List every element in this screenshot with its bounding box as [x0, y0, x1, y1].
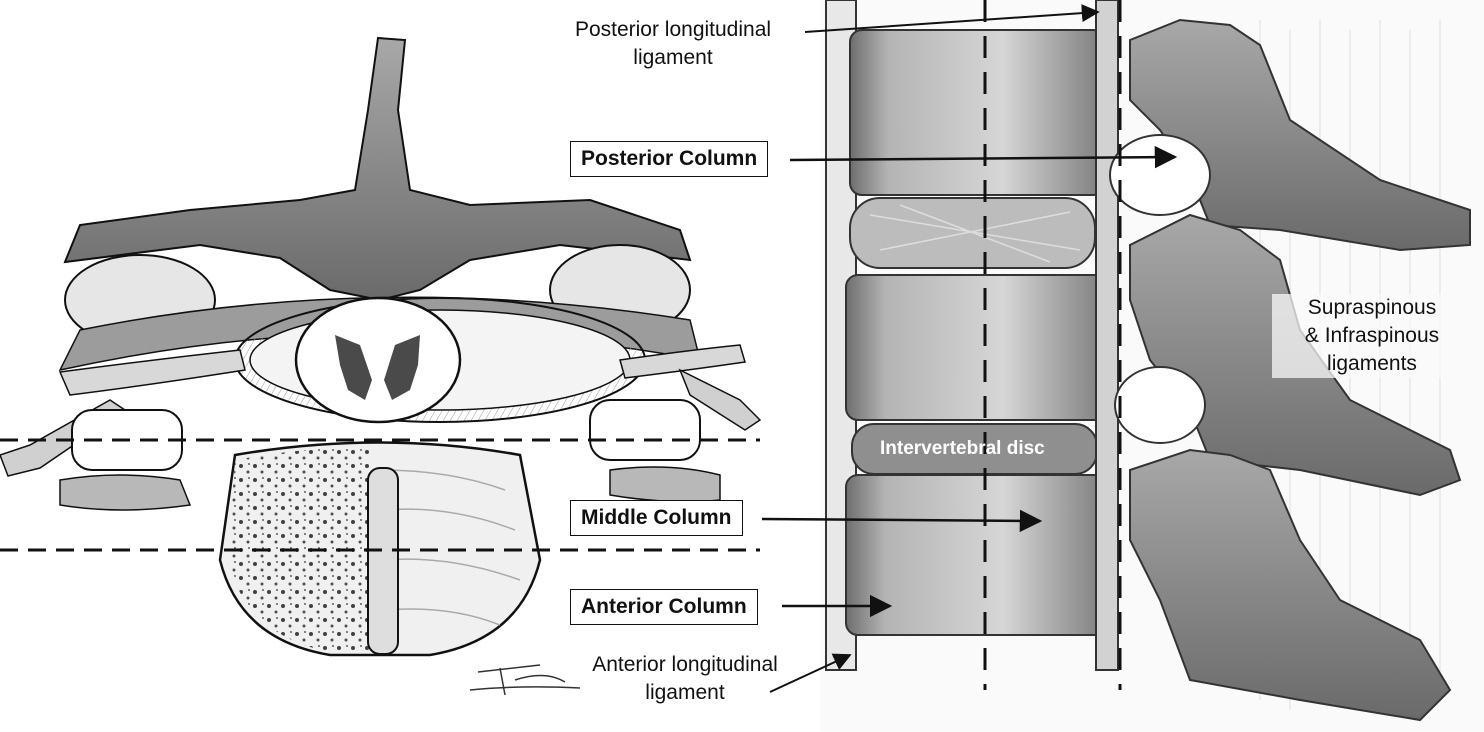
label-line: ligament — [633, 46, 713, 69]
body-midline-band — [367, 467, 399, 655]
artist-signature — [469, 664, 581, 696]
label-line: Supraspinous — [1307, 296, 1437, 319]
vertebral-body-upper — [849, 29, 1106, 196]
label-line: Posterior longitudinal — [574, 18, 772, 41]
label-supraspinous-infraspinous-ligaments: Supraspinous & Infraspinous ligaments — [1272, 294, 1472, 378]
spinal-cord — [294, 296, 462, 424]
label-posterior-longitudinal-ligament: Posterior longitudinal ligament — [548, 16, 798, 72]
arrow-middle-column — [761, 509, 1043, 533]
label-anterior-longitudinal-ligament: Anterior longitudinal ligament — [560, 651, 810, 707]
arrow-anterior-longitudinal-ligament — [769, 653, 852, 693]
right-nerve-root — [619, 344, 746, 379]
label-intervertebral-disc: Intervertebral disc — [880, 438, 1045, 459]
label-line: Anterior longitudinal — [592, 653, 778, 676]
middle-column-box: Middle Column — [570, 500, 743, 536]
posterior-column-box: Posterior Column — [570, 141, 769, 177]
vertebral-body-lower — [845, 474, 1109, 636]
arrow-posterior-column — [789, 145, 1178, 169]
anterior-column-box: Anterior Column — [570, 589, 758, 625]
label-line: & Infraspinous — [1304, 324, 1440, 347]
posterior-longitudinal-ligament — [1095, 0, 1119, 671]
axial-vertebra-illustration — [0, 36, 762, 696]
grey-matter — [335, 335, 420, 400]
label-line: ligaments — [1327, 352, 1417, 375]
spinous-process — [63, 36, 692, 302]
label-line: ligament — [645, 681, 725, 704]
vertebral-body-middle — [845, 274, 1109, 421]
arrow-posterior-longitudinal-ligament — [804, 4, 1100, 33]
left-nerve-root — [58, 349, 246, 396]
posterior-element-lower — [1129, 448, 1452, 722]
